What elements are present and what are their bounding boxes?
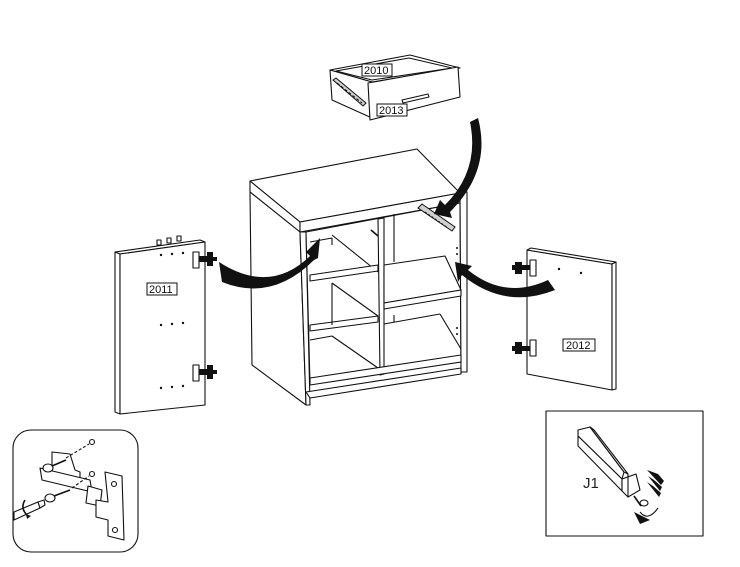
cabinet-right-side: [459, 191, 468, 373]
hinge-icon: [192, 251, 217, 269]
part-label-right-door: [562, 338, 596, 352]
hinge-detail-inset: [12, 429, 139, 553]
arrow-right-door: [455, 262, 555, 298]
hinge-icon: [512, 259, 537, 277]
hinge-icon: [192, 364, 217, 382]
drawer-rail: [417, 203, 456, 232]
left-door: 2011: [114, 235, 217, 415]
cabinet-body: [249, 148, 468, 406]
part-label-drawer-front-text: 2013: [379, 105, 403, 117]
part-label-drawer-front: [376, 103, 408, 117]
right-door: 2012: [512, 247, 617, 391]
tool-label-j1: J1: [583, 475, 599, 492]
shelf: [309, 264, 379, 282]
arrow-left-door: [219, 238, 320, 289]
cabinet-bottom: [309, 354, 462, 386]
part-label-left-door-text: 2011: [149, 284, 173, 296]
part-label-right-door-text: 2012: [566, 340, 590, 352]
arrow-drawer-to-cabinet: [434, 118, 482, 218]
part-label-drawer-back-text: 2010: [364, 65, 388, 77]
drawer-handle: [401, 93, 430, 104]
tool-j1-inset: J1: [545, 410, 704, 537]
part-label-left-door: [146, 282, 178, 296]
part-label-drawer-back: [361, 63, 393, 77]
drawer: 2010 2013: [329, 54, 461, 121]
hinge-icon: [512, 339, 537, 357]
